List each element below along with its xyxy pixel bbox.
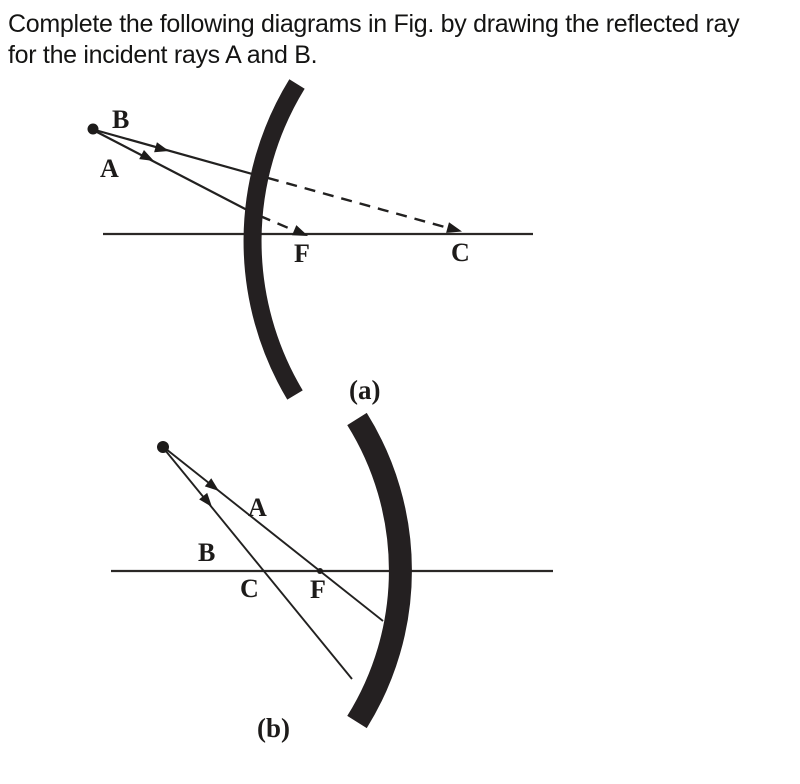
ray-a-arrowhead-a (139, 149, 154, 161)
incident-ray-b-b (164, 449, 353, 680)
question-line-2: for the incident rays A and B. (8, 41, 318, 69)
ray-b-arrowhead-a (154, 142, 169, 153)
question-line-1: Complete the following diagrams in Fig. … (8, 10, 740, 38)
ray-a-arrowhead-b (204, 478, 219, 491)
diagram-b: A B C F (b) (111, 412, 553, 743)
object-point-b (157, 441, 169, 453)
dashed-extension-to-f (259, 214, 300, 234)
ray-b-label-a: B (112, 105, 129, 134)
center-label-b: C (240, 574, 259, 603)
caption-b: (b) (257, 713, 290, 743)
incident-ray-b-a (94, 128, 264, 179)
question-text: Complete the following diagrams in Fig. … (8, 9, 800, 71)
ray-b-arrowhead-b (199, 492, 212, 507)
object-point-a (87, 123, 99, 135)
ray-b-label-b: B (198, 538, 215, 567)
concave-mirror-b (347, 412, 412, 729)
diagram-a: B A F C (a) (87, 79, 533, 405)
ray-a-label-b: A (248, 493, 267, 522)
ray-a-label-a: A (100, 154, 119, 183)
incident-ray-a-a (94, 130, 252, 213)
incident-ray-a-b (165, 448, 384, 622)
focus-label-b: F (310, 575, 326, 604)
convex-mirror-a (243, 79, 305, 400)
focus-intersection-dot-b (317, 568, 323, 574)
caption-a: (a) (349, 375, 380, 405)
focus-label-a: F (294, 239, 310, 268)
dashed-f-arrowhead (292, 225, 308, 236)
center-label-a: C (451, 238, 470, 267)
dashed-c-arrowhead (446, 222, 462, 233)
dashed-extension-to-c (267, 176, 453, 231)
